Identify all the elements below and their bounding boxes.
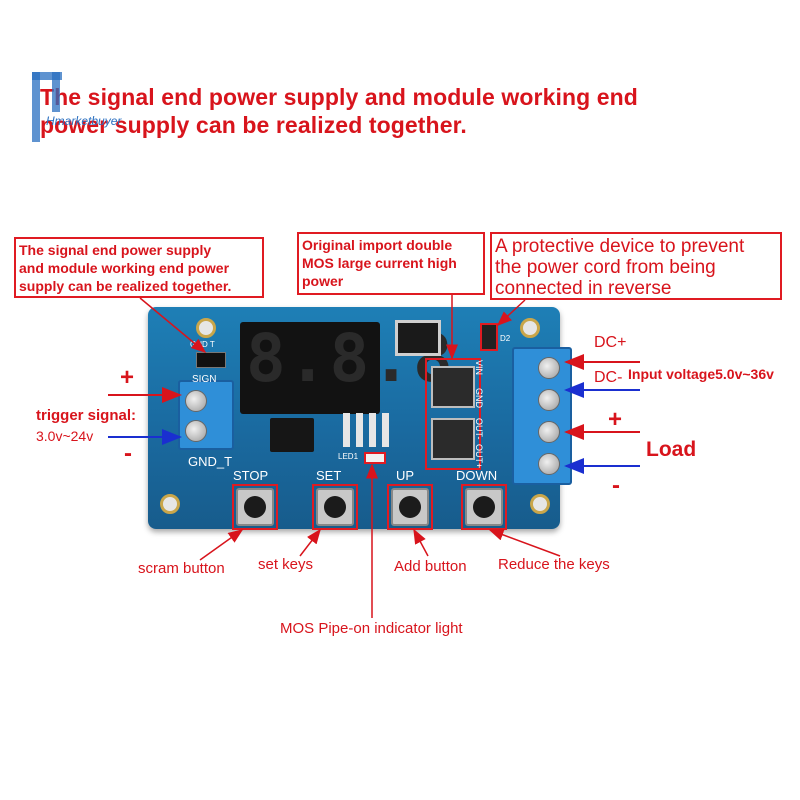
trigger-plus-label: + xyxy=(120,364,135,391)
headline-line-1: The signal end power supply and module w… xyxy=(40,84,638,110)
add-button-label: Add button xyxy=(394,558,467,575)
out-plus-label: OUT+ xyxy=(474,444,484,469)
stop-label: STOP xyxy=(233,468,269,483)
screw-icon xyxy=(538,453,560,475)
up-label: UP xyxy=(396,468,415,483)
dc-minus-label: DC- xyxy=(594,369,623,386)
dc-plus-label: DC+ xyxy=(594,334,627,351)
voltage-regulator-chip xyxy=(395,320,441,356)
reduce-keys-label: Reduce the keys xyxy=(498,556,610,573)
mount-hole xyxy=(160,494,180,514)
resistor-array xyxy=(343,413,389,447)
set-button[interactable] xyxy=(312,484,358,530)
callout-protect-line-2: the power cord from being xyxy=(495,257,716,278)
gnd-t-label: GND_T xyxy=(188,454,233,469)
down-button[interactable] xyxy=(461,484,507,530)
set-label: SET xyxy=(316,468,342,483)
mount-hole xyxy=(520,318,540,338)
sign-label: SIGN xyxy=(192,374,217,385)
protection-diode xyxy=(480,323,498,351)
screw-icon xyxy=(538,357,560,379)
callout-signal-power: The signal end power supply and module w… xyxy=(14,237,264,298)
d2-label: D2 xyxy=(500,334,511,343)
screw-icon xyxy=(538,389,560,411)
trigger-range-label: 3.0v~24v xyxy=(36,428,94,444)
led1-label: LED1 xyxy=(338,452,359,461)
set-keys-label: set keys xyxy=(258,556,314,573)
optocoupler-chip xyxy=(270,418,314,452)
load-minus-label: - xyxy=(612,472,620,499)
load-plus-label: + xyxy=(608,406,623,433)
load-label: Load xyxy=(646,438,697,461)
scram-button-label: scram button xyxy=(138,560,225,577)
trigger-signal-label: trigger signal: xyxy=(36,407,137,424)
seven-segment-display: 8.8.8 xyxy=(240,322,453,414)
stop-button[interactable] xyxy=(232,484,278,530)
callout-mos: Original import double MOS large current… xyxy=(297,232,485,295)
callout-signal-power-line-3: supply can be realized together. xyxy=(19,278,232,294)
callout-mos-line-3: power xyxy=(302,273,344,289)
screw-icon xyxy=(185,390,207,412)
watermark-logo: Hmarketbuyer xyxy=(30,72,148,142)
watermark-text: Hmarketbuyer xyxy=(46,114,122,128)
callout-protect-line-1: A protective device to prevent xyxy=(495,236,745,257)
mount-hole xyxy=(530,494,550,514)
mos-indicator-label: MOS Pipe-on indicator light xyxy=(280,620,463,637)
callout-mos-line-1: Original import double xyxy=(302,237,453,253)
gnd-t-small-label: GND T xyxy=(190,340,215,349)
callout-mos-line-2: MOS large current high xyxy=(302,255,457,271)
callout-protect: A protective device to prevent the power… xyxy=(490,232,782,300)
trigger-terminal-block[interactable] xyxy=(178,380,234,450)
mosfet-top xyxy=(431,366,475,408)
mount-hole xyxy=(196,318,216,338)
vin-label: VIN xyxy=(474,360,484,376)
mosfet-bottom xyxy=(431,418,475,460)
power-load-terminal-block[interactable] xyxy=(512,347,572,485)
up-button[interactable] xyxy=(387,484,433,530)
screw-icon xyxy=(538,421,560,443)
mos-indicator-led xyxy=(364,452,386,464)
input-voltage-label: Input voltage5.0v~36v xyxy=(628,366,774,382)
screw-icon xyxy=(185,420,207,442)
callout-signal-power-line-2: and module working end power xyxy=(19,260,230,276)
gnd-label: GND xyxy=(474,388,484,408)
header-pins xyxy=(196,352,226,368)
down-label: DOWN xyxy=(456,468,498,483)
callout-signal-power-line-1: The signal end power supply xyxy=(19,242,212,258)
callout-protect-line-3: connected in reverse xyxy=(495,278,672,299)
trigger-minus-label: - xyxy=(124,440,132,467)
out-minus-label: OUT- xyxy=(474,418,484,440)
headline-line-2: power supply can be realized together. xyxy=(40,112,467,138)
